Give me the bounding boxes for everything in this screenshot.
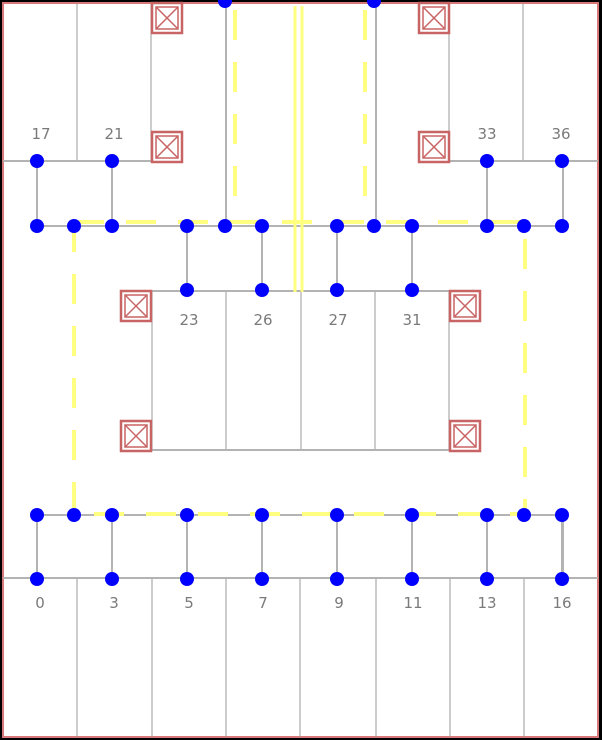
spot-label: 31 bbox=[402, 311, 421, 329]
graph-node bbox=[67, 219, 81, 233]
spot-label: 27 bbox=[328, 311, 347, 329]
graph-edges bbox=[36, 161, 563, 578]
obstacle-marker bbox=[150, 1, 184, 35]
obstacle-cross bbox=[422, 6, 446, 30]
graph-node bbox=[555, 508, 569, 522]
graph-nodes bbox=[30, 0, 569, 586]
obstacle-inner-box bbox=[155, 6, 179, 30]
graph-node bbox=[30, 508, 44, 522]
graph-node bbox=[517, 219, 531, 233]
obstacle-inner-box bbox=[124, 294, 148, 318]
spot-label: 36 bbox=[551, 125, 570, 143]
obstacle-inner-box bbox=[453, 294, 477, 318]
obstacle-marker bbox=[119, 419, 153, 453]
obstacle-cross bbox=[124, 424, 148, 448]
graph-node bbox=[255, 572, 269, 586]
graph-node bbox=[105, 572, 119, 586]
obstacle-marker bbox=[448, 419, 482, 453]
obstacle-marker bbox=[417, 1, 451, 35]
obstacle-box bbox=[119, 289, 153, 323]
obstacle-cross bbox=[155, 6, 179, 30]
obstacle-inner-box bbox=[422, 6, 446, 30]
obstacle-marker bbox=[150, 130, 184, 164]
graph-node bbox=[480, 508, 494, 522]
spot-label: 17 bbox=[31, 125, 50, 143]
graph-node bbox=[255, 508, 269, 522]
spot-label: 3 bbox=[109, 594, 119, 612]
graph-node bbox=[330, 572, 344, 586]
spot-label: 23 bbox=[179, 311, 198, 329]
obstacle-box bbox=[150, 130, 184, 164]
spot-label: 0 bbox=[35, 594, 45, 612]
graph-node bbox=[517, 508, 531, 522]
obstacle-cross bbox=[422, 135, 446, 159]
spot-label: 33 bbox=[477, 125, 496, 143]
graph-node bbox=[330, 219, 344, 233]
obstacle-marker bbox=[417, 130, 451, 164]
spot-label: 26 bbox=[253, 311, 272, 329]
graph-node bbox=[30, 572, 44, 586]
spot-label: 7 bbox=[258, 594, 268, 612]
obstacles bbox=[119, 1, 482, 453]
obstacle-marker bbox=[448, 289, 482, 323]
spot-label: 9 bbox=[334, 594, 344, 612]
graph-node bbox=[330, 283, 344, 297]
graph-node bbox=[180, 572, 194, 586]
graph-node bbox=[555, 154, 569, 168]
obstacle-cross bbox=[124, 294, 148, 318]
graph-node bbox=[255, 219, 269, 233]
graph-node bbox=[405, 283, 419, 297]
obstacle-box bbox=[417, 1, 451, 35]
graph-node bbox=[405, 219, 419, 233]
lane-markings bbox=[72, 6, 527, 516]
graph-node bbox=[405, 508, 419, 522]
graph-node bbox=[67, 508, 81, 522]
graph-node bbox=[30, 154, 44, 168]
graph-node bbox=[218, 219, 232, 233]
obstacle-inner-box bbox=[155, 135, 179, 159]
obstacle-box bbox=[417, 130, 451, 164]
graph-node bbox=[218, 0, 232, 8]
graph-node bbox=[330, 508, 344, 522]
graph-node bbox=[180, 283, 194, 297]
obstacle-cross bbox=[453, 294, 477, 318]
graph-node bbox=[555, 572, 569, 586]
obstacle-box bbox=[119, 419, 153, 453]
graph-node bbox=[555, 219, 569, 233]
obstacle-box bbox=[150, 1, 184, 35]
graph-node bbox=[480, 219, 494, 233]
graph-node bbox=[255, 283, 269, 297]
spot-labels: 0 3 5 7 9 11 13 16 17 21 23 26 27 31 33 36 bbox=[31, 125, 571, 612]
obstacle-marker bbox=[119, 289, 153, 323]
spot-label: 21 bbox=[104, 125, 123, 143]
stall-lines bbox=[76, 3, 525, 737]
graph-node bbox=[367, 219, 381, 233]
graph-node bbox=[405, 572, 419, 586]
obstacle-box bbox=[448, 289, 482, 323]
obstacle-cross bbox=[155, 135, 179, 159]
graph-node bbox=[180, 508, 194, 522]
graph-node bbox=[105, 508, 119, 522]
graph-node bbox=[105, 219, 119, 233]
obstacle-box bbox=[448, 419, 482, 453]
obstacle-inner-box bbox=[422, 135, 446, 159]
graph-node bbox=[367, 0, 381, 8]
obstacle-inner-box bbox=[124, 424, 148, 448]
graph-node bbox=[180, 219, 194, 233]
obstacle-inner-box bbox=[453, 424, 477, 448]
obstacle-cross bbox=[453, 424, 477, 448]
graph-node bbox=[30, 219, 44, 233]
spot-label: 16 bbox=[552, 594, 571, 612]
graph-node bbox=[480, 572, 494, 586]
graph-node bbox=[105, 154, 119, 168]
spot-label: 11 bbox=[403, 594, 422, 612]
spot-label: 13 bbox=[477, 594, 496, 612]
graph-node bbox=[480, 154, 494, 168]
lane-loop-marking bbox=[72, 220, 527, 516]
spot-label: 5 bbox=[184, 594, 194, 612]
